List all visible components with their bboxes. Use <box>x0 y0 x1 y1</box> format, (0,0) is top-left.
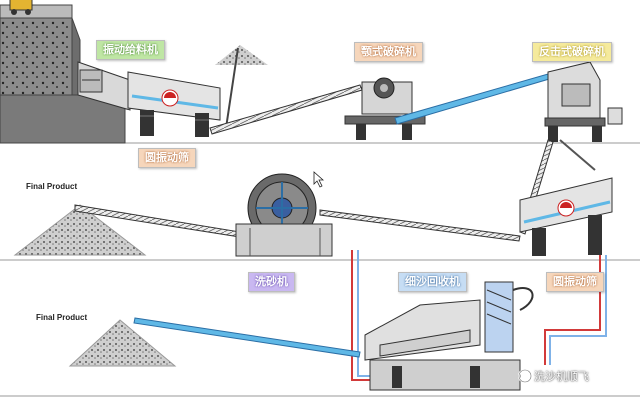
fine-sand-recycler-machine <box>364 281 534 391</box>
jaw-crusher-machine <box>344 77 426 140</box>
label-vibrating-feeder: 振动给料机 <box>96 40 165 60</box>
label-fine-sand-recycler: 细沙回收机 <box>398 272 467 292</box>
raw-material-stockpile <box>0 4 126 144</box>
circular-screen-right-machine <box>519 177 613 256</box>
circular-screen-top-machine <box>127 71 221 137</box>
stockpile-top <box>215 45 268 129</box>
final-product-pile-2 <box>68 317 361 367</box>
loader-truck-icon <box>9 0 33 15</box>
final-product-label-2: Final Product <box>36 313 88 322</box>
impact-crusher-machine <box>544 61 623 142</box>
watermark-text: 洗沙机顺飞 <box>534 370 589 383</box>
label-circular-screen-top: 圆振动筛 <box>138 148 196 168</box>
cursor-icon <box>313 171 325 188</box>
label-circular-screen-right: 圆振动筛 <box>546 272 604 292</box>
label-impact-crusher: 反击式破碎机 <box>532 42 612 62</box>
vibrating-feeder-machine <box>77 61 131 111</box>
conveyor-screen-to-washer <box>319 209 521 242</box>
watermark-logo-icon <box>518 369 532 383</box>
label-jaw-crusher: 颚式破碎机 <box>354 42 423 62</box>
final-product-pile-1 <box>13 204 241 256</box>
conveyor-feeder-to-jaw <box>209 84 363 135</box>
label-sand-washer: 洗砂机 <box>248 272 295 292</box>
conveyor-jaw-to-impact <box>394 71 557 125</box>
sand-washer-machine <box>235 173 333 257</box>
final-product-label-1: Final Product <box>26 182 78 191</box>
